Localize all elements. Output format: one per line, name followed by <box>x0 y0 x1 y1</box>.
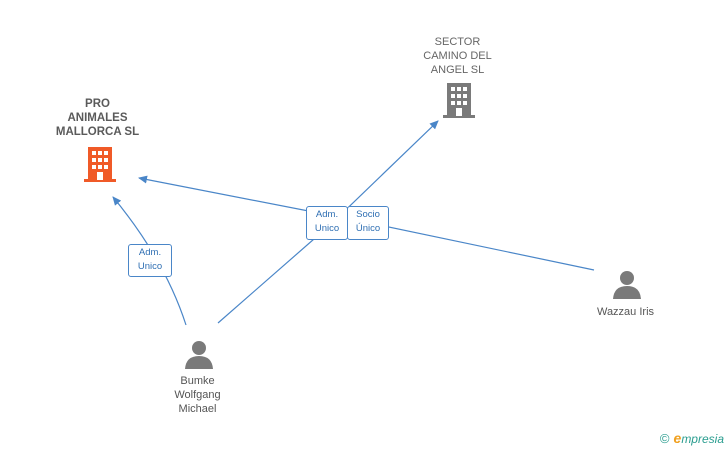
edge-label-adm-unico-center: Adm. Unico <box>306 206 348 240</box>
edge-label-socio-unico: Socio Único <box>347 206 389 240</box>
brand-logo: © empresia <box>660 430 724 446</box>
person-icon[interactable] <box>184 339 214 369</box>
brand-initial: e <box>673 430 682 446</box>
edge-label-adm-unico-left: Adm. Unico <box>128 244 172 277</box>
company-label-sector-camino: SECTOR CAMINO DEL ANGEL SL <box>423 36 492 76</box>
person-label-wazzau: Wazzau Iris <box>596 306 655 318</box>
brand-name: mpresia <box>681 432 724 446</box>
person-icon[interactable] <box>612 269 642 299</box>
person-label-bumke: Bumke Wolfgang Michael <box>174 375 221 415</box>
building-icon[interactable] <box>443 83 475 119</box>
building-icon[interactable] <box>84 147 116 183</box>
copyright-symbol: © <box>659 430 670 446</box>
company-label-pro-animales: PRO ANIMALES MALLORCA SL <box>55 98 140 138</box>
